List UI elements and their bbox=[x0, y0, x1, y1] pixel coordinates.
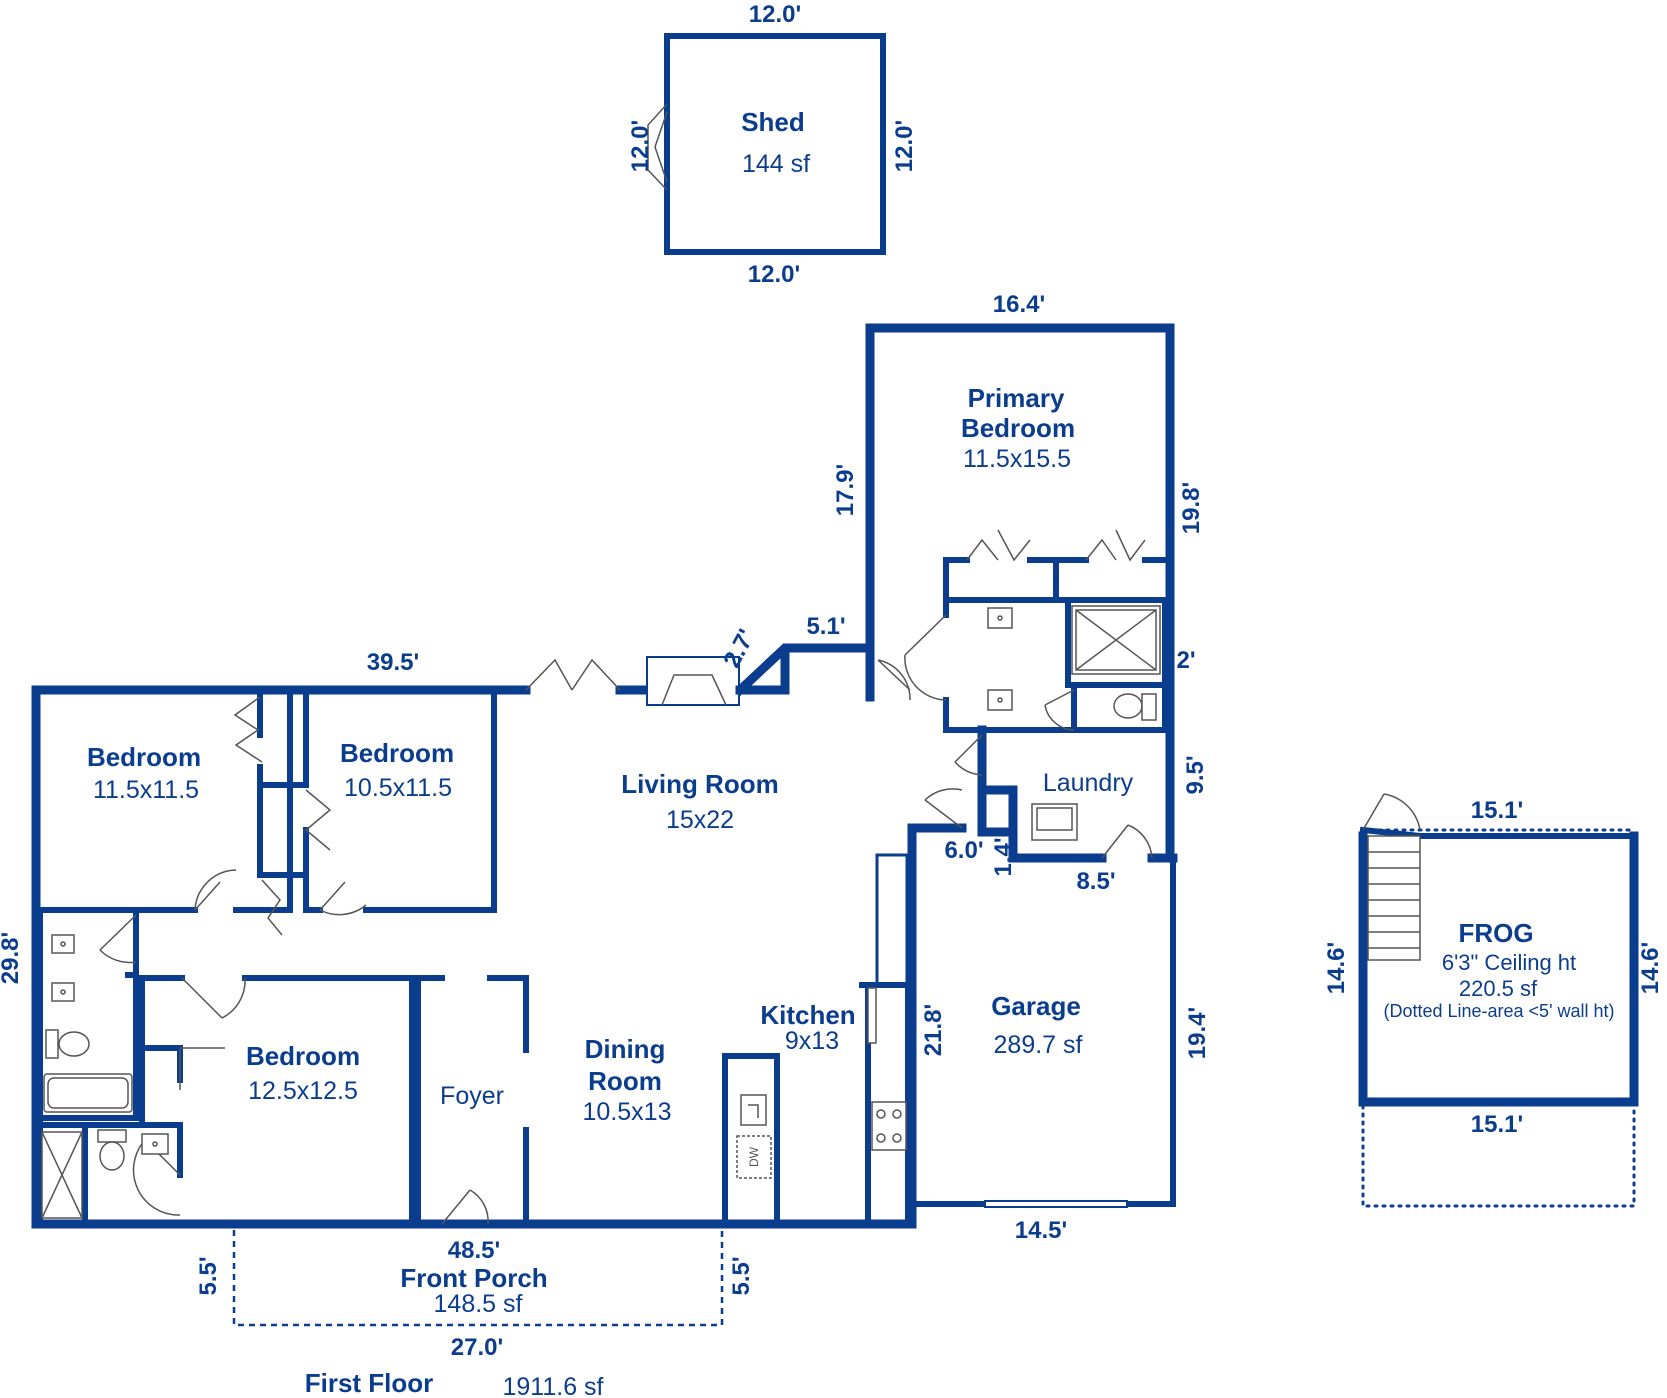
primary-size: 11.5x15.5 bbox=[963, 445, 1071, 473]
dining-name-2: Room bbox=[588, 1066, 662, 1096]
range bbox=[871, 1101, 907, 1151]
frog-ceiling: 6'3" Ceiling ht bbox=[1442, 950, 1576, 975]
dim-laundry-bottom: 8.5' bbox=[1076, 868, 1115, 895]
garage-size: 289.7 sf bbox=[994, 1031, 1083, 1059]
dishwasher-label: DW bbox=[747, 1146, 761, 1167]
shed-walls bbox=[664, 33, 886, 255]
bedroom-b-name: Bedroom bbox=[340, 738, 454, 768]
kitchen-size: 9x13 bbox=[785, 1027, 839, 1055]
dim-shed-left: 12.0' bbox=[627, 120, 654, 172]
bedroom-b-size: 10.5x11.5 bbox=[344, 774, 452, 802]
bedroom-a-name: Bedroom bbox=[87, 742, 201, 772]
porch-size: 148.5 sf bbox=[434, 1290, 523, 1318]
porch-name: Front Porch bbox=[400, 1263, 547, 1293]
dim-main-top: 39.5' bbox=[367, 649, 419, 676]
dim-bath-right: 2' bbox=[1176, 647, 1195, 674]
toilet-2 bbox=[97, 1129, 127, 1143]
dim-garage-bottom: 14.5' bbox=[1015, 1217, 1067, 1244]
room-labels: Primary Bedroom 11.5x15.5 Bedroom 11.5x1… bbox=[87, 383, 1134, 1126]
garage-name: Garage bbox=[991, 991, 1081, 1021]
toilet-1 bbox=[45, 1029, 59, 1059]
dim-primary-right: 19.8' bbox=[1178, 482, 1205, 534]
bedroom-a-size: 11.5x11.5 bbox=[93, 776, 199, 804]
living-size: 15x22 bbox=[666, 806, 734, 834]
dim-primary-left: 17.9' bbox=[832, 464, 859, 516]
dim-step-top: 5.1' bbox=[806, 613, 845, 640]
dim-porch-left: 5.5' bbox=[195, 1256, 222, 1295]
bedroom-c-size: 12.5x12.5 bbox=[248, 1077, 358, 1105]
fixtures: DW bbox=[41, 605, 1161, 1219]
fireplace bbox=[646, 647, 790, 706]
dim-porch-bottom: 27.0' bbox=[451, 1334, 503, 1361]
floor-label: First Floor bbox=[305, 1368, 434, 1398]
dimension-labels: 16.4' 17.9' 19.8' 5.1' 2.7' 2' 39.5' 9.5… bbox=[0, 291, 1211, 1361]
frog: FROG 6'3" Ceiling ht 220.5 sf (Dotted Li… bbox=[1323, 793, 1664, 1208]
interior-walls bbox=[33, 557, 1178, 1227]
garage-door bbox=[984, 1200, 1128, 1208]
dim-frog-bottom: 15.1' bbox=[1471, 1111, 1523, 1138]
dim-shed-top: 12.0' bbox=[749, 1, 801, 28]
floor-summary: First Floor 1911.6 sf bbox=[305, 1368, 604, 1398]
front-porch: Front Porch 148.5 sf bbox=[232, 1230, 724, 1327]
frog-name: FROG bbox=[1458, 918, 1533, 948]
fridge bbox=[867, 987, 877, 1044]
laundry-name: Laundry bbox=[1043, 769, 1134, 797]
shed-door bbox=[647, 103, 668, 191]
dim-porch-right: 5.5' bbox=[728, 1256, 755, 1295]
dim-shed-bottom: 12.0' bbox=[748, 261, 800, 288]
dim-main-left: 29.8' bbox=[0, 932, 24, 984]
frog-stairs bbox=[1367, 835, 1421, 961]
dim-frog-top: 15.1' bbox=[1471, 797, 1523, 824]
toilet-3 bbox=[1141, 693, 1157, 721]
dim-laundry-small: 1.4' bbox=[990, 837, 1017, 876]
kitchen-sink bbox=[740, 1094, 767, 1126]
dim-shed-right: 12.0' bbox=[891, 120, 918, 172]
bedroom-c-name: Bedroom bbox=[246, 1041, 360, 1071]
dim-primary-top: 16.4' bbox=[993, 291, 1045, 318]
dining-size: 10.5x13 bbox=[583, 1098, 672, 1126]
frog-note: (Dotted Line-area <5' wall ht) bbox=[1383, 1001, 1614, 1021]
exterior-walls bbox=[31, 323, 1176, 1229]
dining-name-1: Dining bbox=[585, 1034, 666, 1064]
frog-size: 220.5 sf bbox=[1459, 976, 1538, 1001]
dim-frog-left: 14.6' bbox=[1323, 942, 1350, 994]
dishwasher bbox=[736, 1135, 772, 1179]
foyer-name: Foyer bbox=[440, 1082, 504, 1110]
dim-garage-right: 19.4' bbox=[1184, 1007, 1211, 1059]
primary-name-2: Bedroom bbox=[961, 413, 1075, 443]
floor-area: 1911.6 sf bbox=[502, 1373, 603, 1398]
shed-size: 144 sf bbox=[742, 150, 810, 178]
kitchen-name: Kitchen bbox=[760, 1000, 855, 1030]
dim-frog-right: 14.6' bbox=[1637, 942, 1664, 994]
shed-name: Shed bbox=[741, 107, 805, 137]
dim-front: 48.5' bbox=[448, 1237, 500, 1264]
dim-kitchen-right: 21.8' bbox=[920, 1004, 947, 1056]
dim-laundry-left: 6.0' bbox=[944, 837, 983, 864]
living-name: Living Room bbox=[621, 769, 778, 799]
shed: Shed 144 sf 12.0' 12.0' 12.0' 12.0' bbox=[627, 1, 918, 288]
primary-name-1: Primary bbox=[968, 383, 1065, 413]
dim-laundry-right: 9.5' bbox=[1182, 755, 1209, 794]
